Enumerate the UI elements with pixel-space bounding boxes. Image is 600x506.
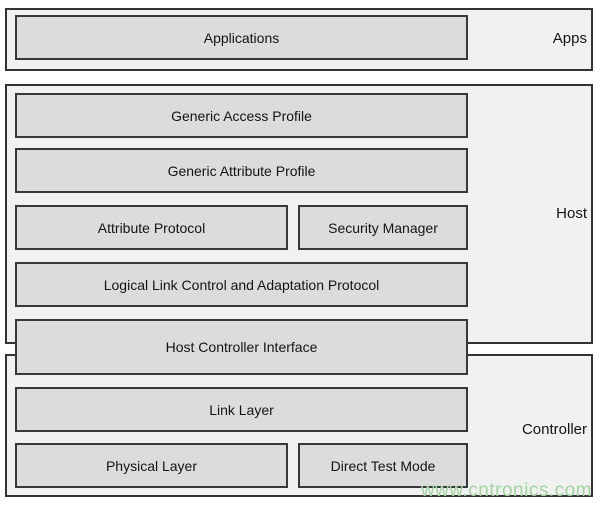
link-layer-label: Link Layer — [209, 401, 274, 418]
attribute-protocol-block: Attribute Protocol — [15, 205, 288, 250]
applications-block: Applications — [15, 15, 468, 60]
physical-layer-block: Physical Layer — [15, 443, 288, 488]
l2cap-label: Logical Link Control and Adaptation Prot… — [103, 276, 380, 293]
security-manager-label: Security Manager — [328, 219, 438, 236]
physical-layer-label: Physical Layer — [105, 457, 198, 474]
l2cap-block: Logical Link Control and Adaptation Prot… — [15, 262, 468, 307]
link-layer-block: Link Layer — [15, 387, 468, 432]
direct-test-mode-label: Direct Test Mode — [330, 457, 436, 474]
attribute-protocol-label: Attribute Protocol — [97, 219, 206, 236]
watermark-text: www.cntronics.com — [420, 480, 592, 501]
host-section-label: Host — [556, 205, 587, 222]
controller-section-label: Controller — [521, 421, 587, 438]
generic-access-profile-label: Generic Access Profile — [171, 107, 312, 124]
host-controller-interface-label: Host Controller Interface — [165, 339, 318, 355]
generic-attribute-profile-label: Generic Attribute Profile — [167, 162, 316, 179]
security-manager-block: Security Manager — [298, 205, 468, 250]
generic-access-profile-block: Generic Access Profile — [15, 93, 468, 138]
direct-test-mode-block: Direct Test Mode — [298, 443, 468, 488]
generic-attribute-profile-block: Generic Attribute Profile — [15, 148, 468, 193]
applications-block-label: Applications — [203, 29, 280, 46]
host-controller-interface-block: Host Controller Interface — [15, 319, 468, 375]
apps-section-label: Apps — [552, 30, 587, 47]
